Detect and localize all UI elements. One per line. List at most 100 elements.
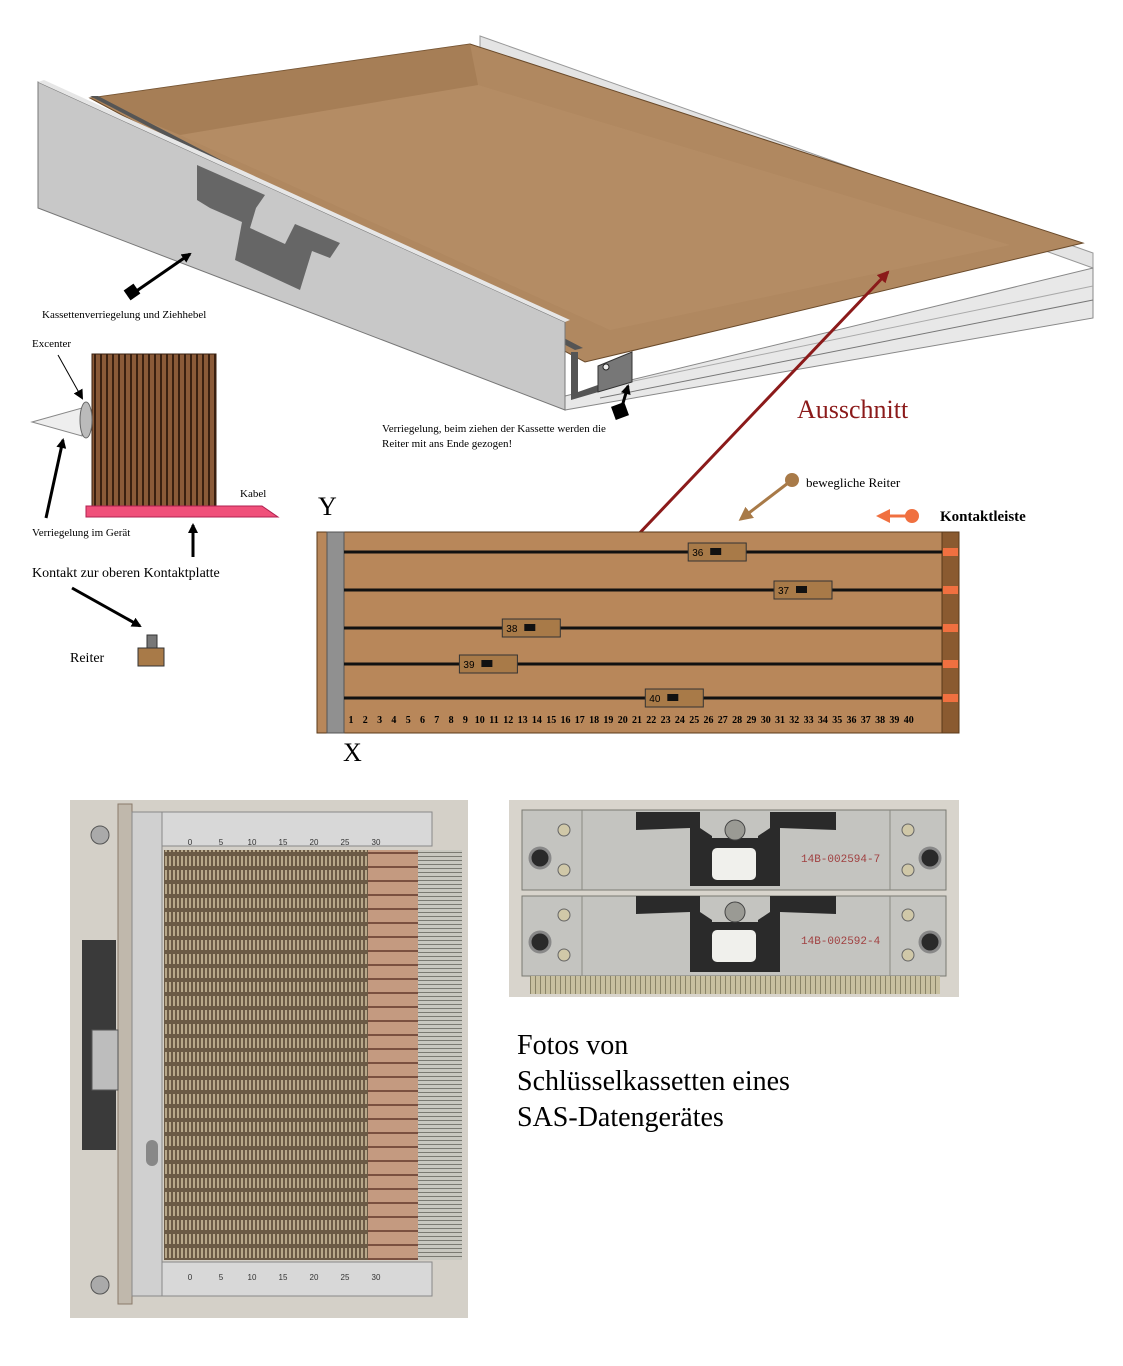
grid-left-frame [326,531,345,734]
column-number: 15 [546,715,556,726]
caption-line-2: Schlüsselkassetten eines [517,1066,790,1097]
scale-number: 30 [372,1273,381,1282]
column-number: 23 [661,715,671,726]
column-number: 40 [904,715,914,726]
column-number: 32 [789,715,799,726]
photo1-frame-left [131,811,163,1297]
photo1-combs [164,850,368,1260]
scale-number: 15 [279,838,288,847]
column-number: 14 [532,715,542,726]
column-number: 3 [377,715,382,726]
device-lock-pin [30,407,83,437]
grid-body [316,531,960,734]
column-number: 27 [718,715,728,726]
tab-label: Reiter [70,651,105,666]
cassette-tray [37,35,1094,411]
photo1-tab-column [368,850,418,1260]
column-number: 16 [561,715,571,726]
photo2-lever-1 [636,812,712,846]
photo2-lever-2 [636,896,712,928]
photo1-frame-bottom [131,1261,433,1297]
column-number: 39 [889,715,899,726]
contact-plate [85,505,280,518]
movable-tab-slot [524,624,536,631]
movable-tab: 39 [458,654,518,674]
movable-tab-number: 37 [778,586,790,597]
eccentric-arrow [57,354,83,400]
column-number: 18 [589,715,599,726]
contact-strip-legend [876,509,919,523]
latch-lever-label: Kassettenverriegelung und Ziehhebel [42,309,206,321]
eccentric-label: Excenter [32,338,71,350]
column-number: 35 [832,715,842,726]
movable-tab-slot [667,694,679,701]
column-number: 4 [391,715,396,726]
photo1-fins [418,850,462,1260]
tray-panel-top-edge [38,80,570,322]
movable-tab-slot [481,660,493,667]
contact-pad [943,548,958,556]
scale-number: 0 [188,838,193,847]
movable-tab-slot [796,586,807,593]
contact-pad [943,586,958,594]
movable-tab-number: 36 [692,548,704,559]
photo-cassette-top: 14B-002594-7 14B-002592-4 [509,800,959,997]
column-number: 13 [518,715,528,726]
tray-floor-inner [180,85,1010,330]
movable-tab-number: 40 [649,694,661,705]
upper-contact-label: Kontakt zur oberen Kontaktplatte [32,566,220,581]
cable-label: Kabel [240,488,266,500]
column-number: 22 [646,715,656,726]
column-number: 24 [675,715,685,726]
movable-tab: 38 [501,618,561,638]
scale-number: 20 [310,1273,319,1282]
rear-lock-label-2: Reiter mit ans Ende gezogen! [382,438,512,450]
column-number: 10 [475,715,485,726]
movable-tab-number: 38 [506,624,518,635]
caption-line-1: Fotos von [517,1030,629,1061]
key-block-slats [91,353,217,507]
column-number: 1 [349,715,354,726]
column-number: 29 [746,715,756,726]
column-number: 37 [861,715,871,726]
column-number: 30 [761,715,771,726]
photo2-code-2: 14B-002592-4 [801,936,881,948]
column-number: 34 [818,715,828,726]
column-number: 9 [463,715,468,726]
scale-number: 25 [341,1273,350,1282]
device-lock-label: Verriegelung im Gerät [32,527,130,539]
column-number: 31 [775,715,785,726]
scale-number: 20 [310,838,319,847]
caption-line-3: SAS-Datengerätes [517,1102,724,1133]
movable-tab: 37 [773,580,833,600]
movable-tab: 36 [687,542,747,562]
scale-number: 5 [219,1273,224,1282]
movable-tabs-label: bewegliche Reiter [806,475,901,490]
axis-x-label: X [343,738,362,767]
column-number: 33 [804,715,814,726]
movable-tab: 40 [644,688,704,708]
cutout-arrow [631,270,890,542]
column-number: 5 [406,715,411,726]
rear-latch-hook [597,351,633,393]
column-number: 21 [632,715,642,726]
movable-tab-slot [710,548,722,555]
scale-number: 10 [248,1273,257,1282]
column-number: 28 [732,715,742,726]
rear-lock-label-1: Verriegelung, beim ziehen der Kassette w… [382,423,606,435]
cutout-label: Ausschnitt [797,395,909,424]
column-number: 6 [420,715,425,726]
photo2-code-1: 14B-002594-7 [801,854,880,866]
column-number: 20 [618,715,628,726]
column-number: 38 [875,715,885,726]
column-number: 12 [503,715,513,726]
column-number: 26 [704,715,714,726]
tab-arrow [71,586,142,628]
tab-icon [137,634,165,667]
column-number: 7 [434,715,439,726]
grid-contacts [943,548,958,702]
